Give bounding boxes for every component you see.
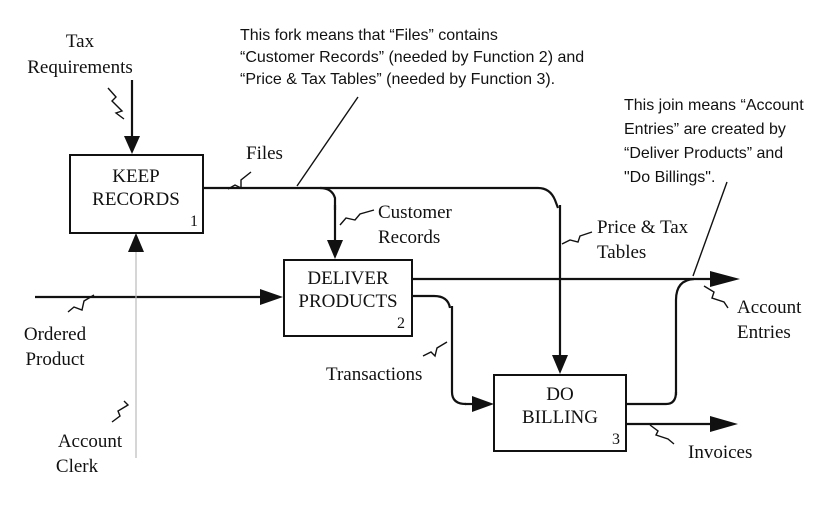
arrow-customer-records: Customer Records: [339, 202, 453, 248]
squiggle-files: [227, 171, 252, 190]
squiggle-customer-records: [339, 209, 375, 226]
box-deliver-products[interactable]: DELIVER PRODUCTS 2: [283, 259, 413, 337]
box-keep-records[interactable]: KEEP RECORDS 1: [69, 154, 204, 234]
label-account-entries-line1: Account: [737, 297, 802, 318]
box-keep-records-line1: KEEP: [112, 166, 160, 187]
note-join-line2: Entries” are created by: [624, 121, 786, 138]
box-deliver-products-line2: PRODUCTS: [298, 291, 397, 312]
label-ordered-line1: Ordered: [24, 324, 87, 345]
annotation-fork: This fork means that “Files” contains “C…: [240, 27, 584, 187]
arrow-invoices: Invoices: [626, 416, 752, 463]
squiggle-price-tax: [561, 231, 593, 245]
note-fork-line2: “Customer Records” (needed by Function 2…: [240, 49, 584, 66]
squiggle-invoices: [649, 424, 675, 445]
label-price-tax-line2: Tables: [597, 242, 646, 263]
note-fork-line1: This fork means that “Files” contains: [240, 27, 498, 44]
box-deliver-products-number: 2: [397, 315, 405, 332]
arrow-tax-requirements: Tax Requirements: [27, 31, 140, 154]
squiggle-transactions: [422, 341, 448, 358]
box-do-billing-line1: DO: [546, 384, 573, 405]
box-deliver-products-line1: DELIVER: [307, 268, 389, 289]
label-account-entries-line2: Entries: [737, 322, 791, 343]
arrow-account-entries: Account Entries: [412, 271, 802, 406]
label-files: Files: [246, 143, 283, 164]
arrow-transactions: Transactions: [326, 294, 494, 412]
box-keep-records-number: 1: [190, 213, 198, 230]
squiggle-tax: [107, 87, 125, 120]
box-do-billing-number: 3: [612, 431, 620, 448]
arrow-account-clerk: Account Clerk: [56, 233, 144, 477]
label-customer-records-line1: Customer: [378, 202, 453, 223]
note-join-line4: "Do Billings".: [624, 169, 715, 186]
label-invoices: Invoices: [688, 442, 752, 463]
arrow-files: Files: [203, 143, 568, 374]
label-account-clerk-line2: Clerk: [56, 456, 99, 477]
label-tax-line1: Tax: [66, 31, 95, 52]
squiggle-ordered: [67, 294, 95, 313]
arrow-ordered-product: Ordered Product: [24, 289, 283, 370]
label-ordered-line2: Product: [25, 349, 85, 370]
label-tax-line2: Requirements: [27, 57, 133, 78]
squiggle-account-entries: [703, 285, 729, 309]
squiggle-account-clerk: [111, 400, 130, 423]
label-transactions: Transactions: [326, 364, 422, 385]
label-customer-records-line2: Records: [378, 227, 440, 248]
arrow-price-tax-tables: Price & Tax Tables: [561, 217, 689, 263]
note-fork-line3: “Price & Tax Tables” (needed by Function…: [240, 71, 555, 88]
note-join-line1: This join means “Account: [624, 97, 804, 114]
label-price-tax-line1: Price & Tax: [597, 217, 689, 238]
label-account-clerk-line1: Account: [58, 431, 123, 452]
note-join-line3: “Deliver Products” and: [624, 145, 783, 162]
annotation-join: This join means “Account Entries” are cr…: [624, 97, 804, 277]
box-do-billing[interactable]: DO BILLING 3: [493, 374, 627, 452]
box-keep-records-line2: RECORDS: [92, 189, 180, 210]
box-do-billing-line2: BILLING: [522, 407, 598, 428]
